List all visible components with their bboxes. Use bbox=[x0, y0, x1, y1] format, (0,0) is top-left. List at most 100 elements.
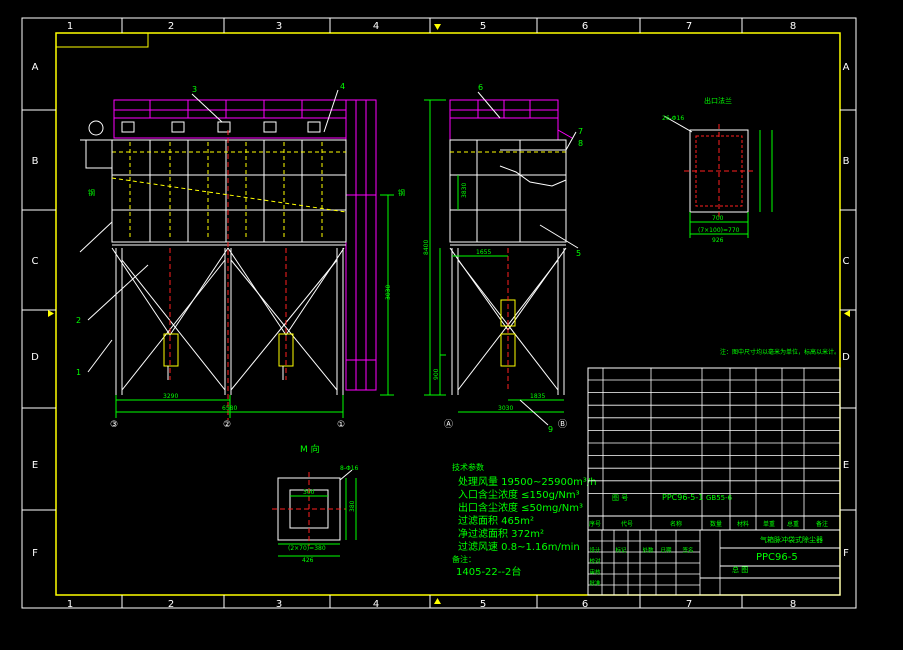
grid-row-label-left: E bbox=[32, 460, 38, 471]
side-leader-9: 9 bbox=[548, 425, 553, 434]
side-dim-mid: 3830 bbox=[461, 183, 468, 198]
parts-table-header: 序号代号名称数量材料单重总重备注 bbox=[589, 520, 828, 528]
title-block-label: 批准 bbox=[589, 579, 601, 587]
m-dim-pitch: (2×70)=380 bbox=[288, 545, 326, 552]
table-header-cell: 备注 bbox=[816, 520, 828, 528]
m-dim-300: 300 bbox=[303, 489, 315, 496]
m-view-title: M 向 bbox=[300, 443, 320, 455]
front-leader-4: 4 bbox=[340, 82, 345, 91]
ref-label: 图 号 bbox=[612, 494, 628, 502]
m-dim-380: 380 bbox=[349, 500, 356, 512]
side-dim-width: 3030 bbox=[498, 405, 513, 412]
specs-line-4: 过滤面积 465m² bbox=[458, 514, 534, 527]
center-arrow-bottom bbox=[434, 598, 441, 604]
grid-col-label-top: 2 bbox=[168, 21, 174, 32]
grid-row-labels-left: A B C D E F bbox=[22, 62, 56, 559]
front-axis-2: ② bbox=[223, 420, 231, 430]
grid-row-label-right: C bbox=[843, 256, 850, 267]
side-dim-low: 900 bbox=[433, 368, 440, 380]
front-dim-left: 3290 bbox=[163, 393, 178, 400]
side-dim-half: 1835 bbox=[530, 393, 545, 400]
side-dim-height: 8400 bbox=[423, 240, 430, 255]
table-header-cell: 单重 bbox=[763, 520, 775, 528]
grid-col-label-top: 4 bbox=[373, 21, 379, 32]
grid-row-label-right: A bbox=[843, 62, 850, 73]
specs-line-1: 处理风量 19500~25900m³/h bbox=[458, 476, 597, 488]
specs-line-6: 过滤风速 0.8~1.16m/min bbox=[458, 540, 580, 553]
title-drawing-number: PPC96-5 bbox=[756, 552, 798, 563]
grid-col-label-bottom: 3 bbox=[276, 599, 282, 610]
side-axis-b: Ⓑ bbox=[558, 419, 567, 430]
grid-row-label-right: F bbox=[843, 548, 849, 559]
front-dim-total: 6580 bbox=[222, 405, 237, 412]
front-leader-2: 2 bbox=[76, 316, 81, 325]
specs-note-heading: 备注： bbox=[452, 554, 476, 564]
front-side-mark-left: 钢 bbox=[88, 188, 95, 197]
specs-note: 1405-22--2台 bbox=[456, 565, 521, 578]
parts-table bbox=[587, 367, 841, 596]
front-dim-height: 3030 bbox=[385, 285, 392, 300]
grid-col-label-bottom: 4 bbox=[373, 599, 379, 610]
title-block-label: 设计 bbox=[589, 546, 601, 554]
front-leader-1: 1 bbox=[76, 368, 81, 377]
side-axis-a: Ⓐ bbox=[444, 419, 453, 430]
title-stage: 总 图 bbox=[732, 565, 748, 574]
flange-title: 出口法兰 bbox=[704, 96, 732, 105]
ref-drawing-2: GB55-6 bbox=[706, 494, 733, 502]
front-view bbox=[79, 89, 394, 420]
title-block-label: 校对 bbox=[589, 557, 601, 565]
table-header-cell: 序号 bbox=[589, 520, 601, 528]
table-header-cell: 代号 bbox=[621, 520, 633, 528]
specs-heading: 技术参数 bbox=[452, 462, 484, 472]
flange-dim-700: 700 bbox=[712, 215, 724, 222]
grid-row-label-left: B bbox=[32, 156, 39, 167]
specs-line-2: 入口含尘浓度 ≤150g/Nm³ bbox=[458, 488, 580, 501]
title-block-labels: 设计校对审核批准标记处数日期签名 bbox=[589, 546, 693, 587]
grid-row-label-right: D bbox=[842, 352, 850, 363]
grid-col-label-bottom: 2 bbox=[168, 599, 174, 610]
grid-row-label-left: C bbox=[32, 256, 39, 267]
title-block-label: 日期 bbox=[660, 547, 672, 554]
inner-border bbox=[55, 32, 841, 596]
grid-col-label-bottom: 8 bbox=[790, 599, 796, 610]
m-dim-426: 426 bbox=[302, 557, 314, 564]
drawing-note: 注：图中尺寸均以毫米为单位，标高以米计。 bbox=[720, 348, 840, 356]
front-leader-3: 3 bbox=[192, 85, 197, 94]
grid-row-label-left: D bbox=[31, 352, 39, 363]
front-axis-3: ③ bbox=[110, 420, 118, 430]
outer-border bbox=[21, 17, 857, 609]
side-view bbox=[424, 91, 579, 426]
grid-col-label-top: 7 bbox=[686, 21, 692, 32]
title-block-label: 标记 bbox=[615, 546, 627, 554]
grid-col-label-top: 5 bbox=[480, 21, 486, 32]
grid-col-label-bottom: 1 bbox=[67, 599, 73, 610]
title-block-label: 签名 bbox=[682, 546, 693, 554]
side-dim-inner: 1655 bbox=[476, 249, 491, 256]
grid-row-label-left: F bbox=[32, 548, 38, 559]
grid-col-label-top: 8 bbox=[790, 21, 796, 32]
specs-line-3: 出口含尘浓度 ≤50mg/Nm³ bbox=[458, 501, 583, 514]
side-leader-7: 7 bbox=[578, 127, 583, 136]
m-holes: 8-Φ16 bbox=[340, 465, 359, 472]
stamp-box bbox=[55, 32, 149, 48]
title-drawing-name: 气箱脉冲袋式除尘器 bbox=[760, 535, 823, 544]
flange-view bbox=[663, 115, 773, 238]
ref-drawing-1: PPC96-5-1 bbox=[662, 493, 703, 502]
side-leader-6: 6 bbox=[478, 83, 483, 92]
grid-col-label-bottom: 6 bbox=[582, 599, 588, 610]
table-header-cell: 材料 bbox=[737, 520, 749, 528]
side-leader-5: 5 bbox=[576, 249, 581, 258]
specs-line-5: 净过滤面积 372m² bbox=[458, 527, 544, 540]
center-arrow-top bbox=[434, 24, 441, 30]
table-header-cell: 总重 bbox=[787, 520, 799, 528]
grid-col-label-bottom: 7 bbox=[686, 599, 692, 610]
m-view bbox=[272, 469, 357, 557]
title-block-label: 处数 bbox=[642, 546, 654, 554]
table-header-cell: 数量 bbox=[710, 520, 722, 528]
front-side-mark-right: 钢 bbox=[398, 188, 405, 197]
grid-row-label-left: A bbox=[32, 62, 39, 73]
